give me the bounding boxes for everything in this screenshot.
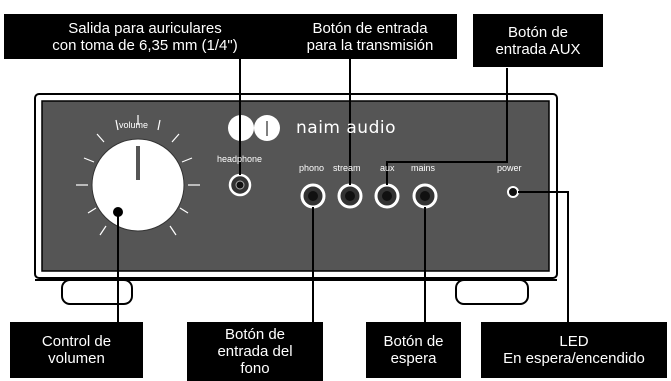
volume-label: volume xyxy=(119,120,149,130)
volume-knob-indicator xyxy=(136,146,140,180)
callout-lines xyxy=(117,58,569,322)
callout-aux: Botón de entrada AUX xyxy=(473,14,603,67)
mains-label: mains xyxy=(411,163,436,173)
callout-phono: Botón de entrada del fono xyxy=(187,322,323,381)
aux-button xyxy=(374,183,400,209)
aux-label: aux xyxy=(380,163,395,173)
stream-button xyxy=(337,183,363,209)
volume-scale xyxy=(76,115,200,236)
power-led xyxy=(507,186,519,198)
phono-label: phono xyxy=(299,163,325,173)
callout-headphone: Salida para auriculares con toma de 6,35… xyxy=(4,14,286,59)
phono-button xyxy=(300,183,326,209)
left-foot xyxy=(61,279,133,305)
stream-label: stream xyxy=(333,163,361,173)
brand-logo-text: naim audio xyxy=(296,118,396,138)
right-foot xyxy=(455,279,529,305)
mains-button xyxy=(412,183,438,209)
callout-mains: Botón de espera xyxy=(366,322,461,378)
callout-volume: Control de volumen xyxy=(10,322,143,378)
callout-stream: Botón de entrada para la transmisión xyxy=(283,14,457,59)
headphone-label: headphone xyxy=(217,154,263,164)
callout-led: LED En espera/encendido xyxy=(481,322,667,378)
power-label: power xyxy=(497,163,522,173)
